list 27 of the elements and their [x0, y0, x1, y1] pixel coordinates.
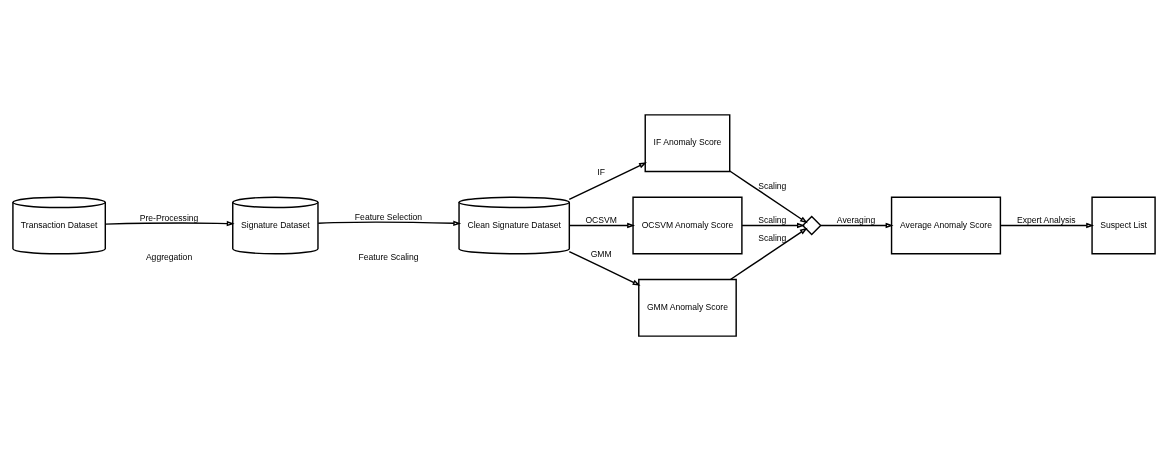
- arrow: [317, 220, 462, 226]
- label: Aggregation: [145, 251, 193, 262]
- arrow: [741, 222, 805, 228]
- arrow: [568, 222, 636, 228]
- edge-label: Averaging: [836, 214, 876, 225]
- edge-label: Expert Analysis: [1016, 214, 1076, 225]
- label: Feature Scaling: [358, 251, 419, 262]
- arrow: [820, 222, 894, 228]
- edge-label: IF: [597, 166, 605, 177]
- edge-label: OCSVM: [585, 214, 617, 225]
- node-box: IF Anomaly Score: [644, 113, 731, 172]
- edge-label: Scaling: [758, 232, 787, 243]
- arrow: [568, 250, 641, 286]
- node-box: Average Anomaly Score: [890, 196, 1002, 254]
- arrow: [729, 169, 808, 223]
- arrow: [104, 220, 235, 226]
- node-box: OCSVM Anomaly Score: [632, 196, 743, 254]
- edge-label: Pre-Processing: [139, 212, 199, 223]
- node-box: GMM Anomaly Score: [638, 278, 737, 337]
- arrow: [568, 161, 647, 200]
- edge-label: Feature Selection: [354, 211, 423, 222]
- arrow: [729, 227, 808, 280]
- arrow: [999, 222, 1095, 228]
- node-box: Suspect List: [1091, 196, 1156, 254]
- edge-label: Scaling: [758, 180, 787, 191]
- edge-label: GMM: [590, 248, 612, 259]
- edge-label: Scaling: [758, 214, 787, 225]
